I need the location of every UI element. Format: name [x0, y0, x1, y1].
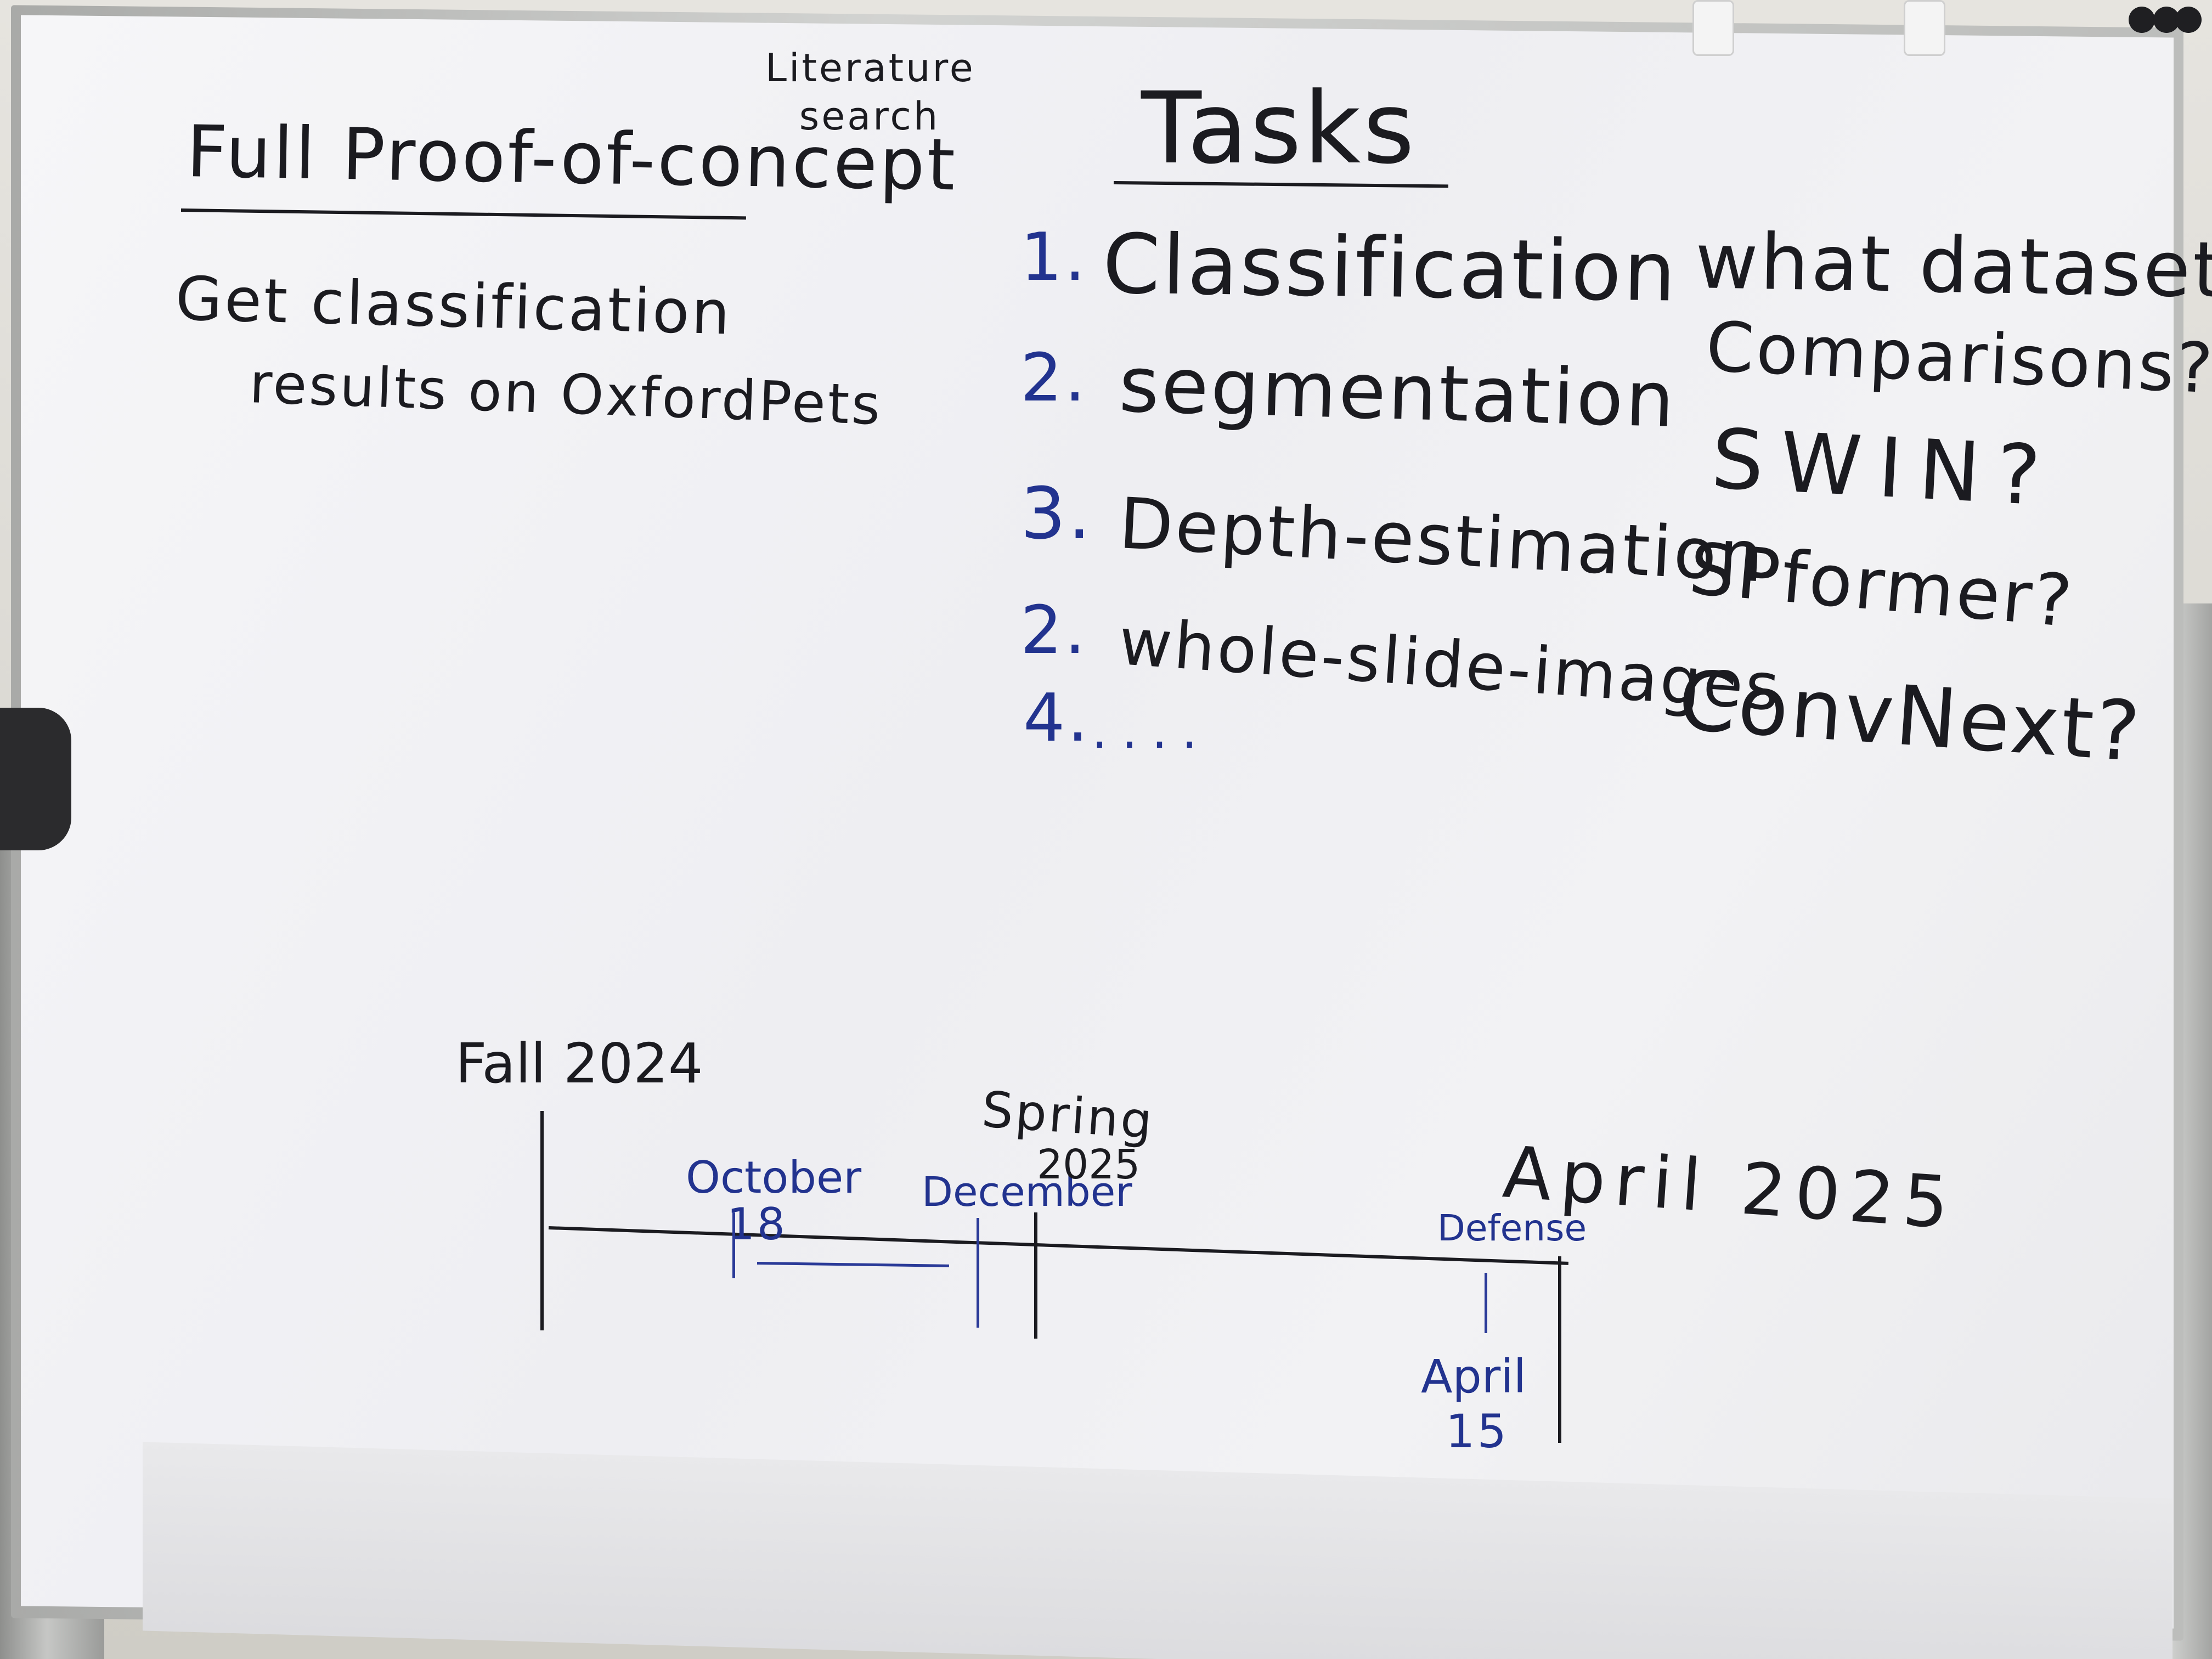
spring-label: Spring — [980, 1081, 1156, 1150]
milestone-october: October — [686, 1152, 862, 1203]
milestone-december: December — [922, 1169, 1132, 1216]
milestone-october-day: 18 — [727, 1199, 787, 1250]
task-number: 2. — [1020, 340, 1088, 416]
task-ellipsis: .... — [1092, 702, 1212, 760]
milestone-december-tick — [977, 1218, 979, 1328]
timeline-end-tick — [1558, 1256, 1561, 1443]
magnet — [2175, 7, 2202, 33]
milestone-defense-tick — [1485, 1273, 1487, 1333]
milestone-october-tick — [732, 1212, 735, 1278]
task-number: 1. — [1020, 219, 1088, 296]
task-segmentation: segmentation — [1118, 340, 1678, 445]
task-number: 3. — [1020, 472, 1093, 555]
milestone-defense: Defense — [1437, 1207, 1587, 1249]
timeline-start-tick — [540, 1111, 544, 1330]
stand-clamp — [0, 708, 71, 850]
magnet — [2129, 7, 2155, 33]
board-clip — [1904, 0, 1945, 56]
task-classification: Classification — [1102, 217, 1679, 320]
task-number: 2. — [1020, 592, 1088, 669]
timeline-start-label: Fall 2024 — [455, 1031, 703, 1096]
question-swin: SWIN? — [1709, 411, 2059, 525]
milestone-april-day: 15 — [1446, 1404, 1509, 1458]
milestone-april: April — [1421, 1350, 1526, 1403]
tasks-title: Tasks — [1141, 71, 1417, 186]
task-number: 4. — [1023, 680, 1091, 757]
board-clip — [1692, 0, 1734, 56]
goal-line-1: Get classification — [174, 263, 733, 348]
literature-search-note: Literature search — [765, 46, 975, 139]
question-dataset: what dataset? — [1694, 217, 2212, 317]
spring-tick — [1034, 1212, 1037, 1339]
spring-year: 2025 — [1037, 1141, 1141, 1188]
